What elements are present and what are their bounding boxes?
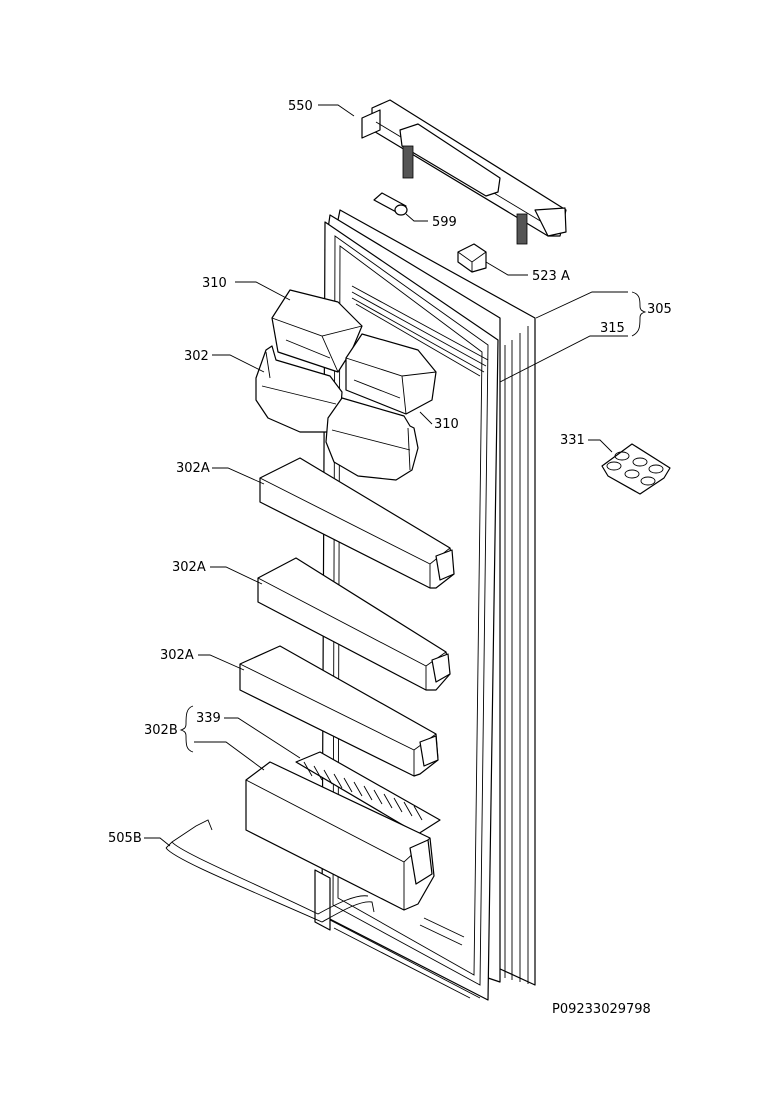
clip-523a (457, 243, 487, 273)
door-shelf-302a-3 (239, 645, 439, 777)
label-550: 550 (288, 99, 313, 114)
dairy-cover-310-left (271, 289, 363, 373)
bottle-rack-339 (295, 751, 441, 835)
bottle-retainer-505b (165, 819, 375, 923)
label-331: 331 (560, 433, 585, 448)
dairy-bin-302-right (325, 397, 419, 481)
label-310-right: 310 (434, 417, 459, 432)
label-315: 315 (600, 321, 625, 336)
dairy-cover-310-right (345, 333, 437, 415)
label-302b: 302B (144, 723, 178, 738)
egg-tray-331 (601, 443, 671, 495)
leader-lines (144, 104, 647, 847)
label-302a-3: 302A (160, 648, 194, 663)
door-shelf-302b (245, 761, 435, 911)
label-339: 339 (196, 711, 221, 726)
pin-599 (373, 192, 408, 216)
label-302: 302 (184, 349, 209, 364)
door-shelf-302a-2 (257, 557, 451, 691)
handle-550 (361, 99, 567, 245)
reference-number: P09233029798 (552, 1002, 651, 1017)
label-305: 305 (647, 302, 672, 317)
label-599: 599 (432, 215, 457, 230)
label-310-top: 310 (202, 276, 227, 291)
label-505b: 505B (108, 831, 142, 846)
label-523a: 523 A (532, 269, 570, 284)
label-302a-2: 302A (172, 560, 206, 575)
door-shelf-302a-1 (259, 457, 455, 589)
label-302a-1: 302A (176, 461, 210, 476)
